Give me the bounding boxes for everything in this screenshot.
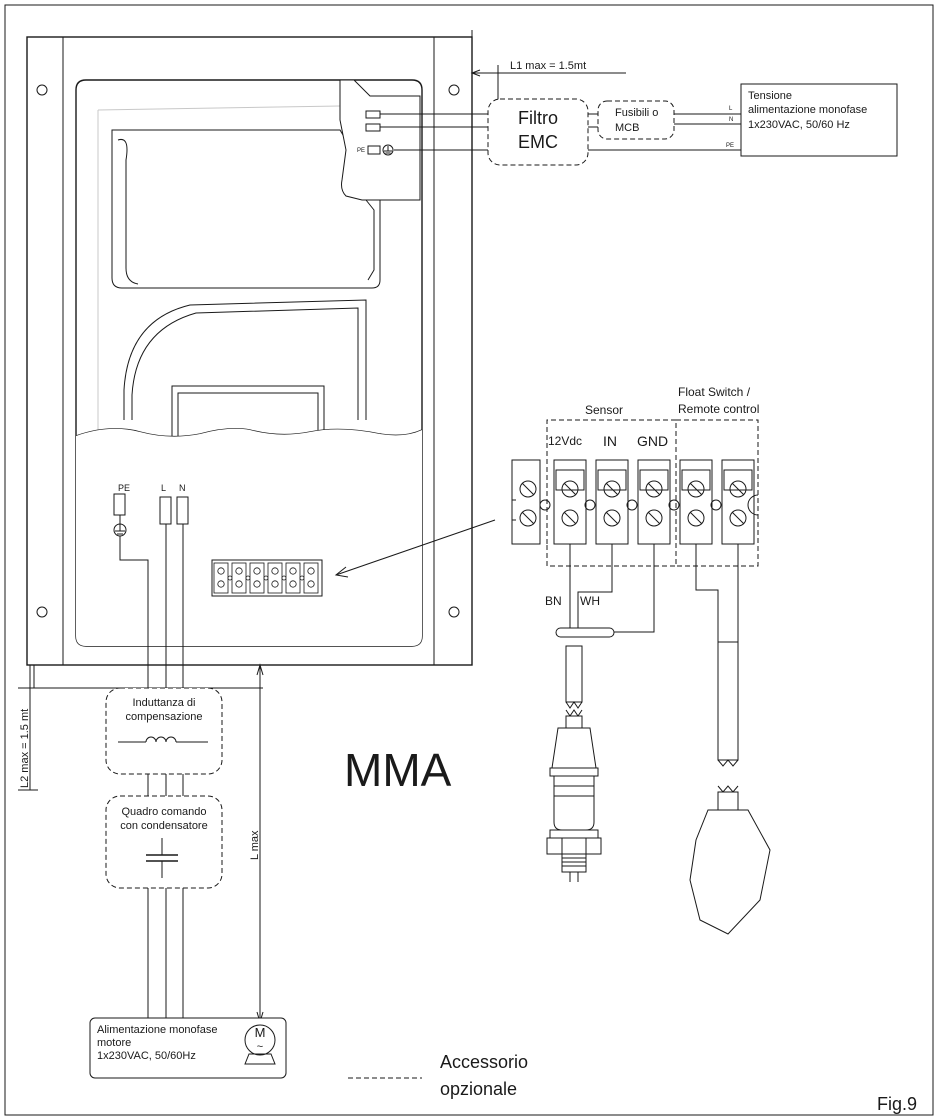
- drive-n-label: N: [179, 483, 186, 493]
- mains-supply-box: Tensione alimentazione monofase 1x230VAC…: [740, 83, 898, 157]
- emc-filter-label-line2: EMC: [518, 132, 558, 152]
- drive-n-terminal: [176, 496, 189, 525]
- mounting-hole: [36, 606, 48, 618]
- control-panel-label-line1: Quadro comando: [122, 806, 207, 818]
- wire-bn-label: BN: [545, 594, 562, 608]
- pin-in-label: IN: [603, 433, 617, 449]
- supply-n-label: N: [729, 117, 733, 123]
- motor-tilde: ~: [257, 1041, 263, 1053]
- detail-leader-line: [335, 519, 496, 576]
- drive-power-terminals: PE L N: [113, 483, 189, 690]
- control-panel-capacitor: Quadro comando con condensatore: [105, 795, 223, 889]
- drive-enclosure: [26, 36, 473, 688]
- mains-terminal-block: L N PE: [357, 110, 394, 156]
- arrow-head-icon: [334, 566, 349, 578]
- motor-box: Alimentazione monofase motore 1x230VAC, …: [89, 1017, 287, 1079]
- drive-control-terminal-strip: [211, 559, 323, 597]
- l2-dimension-label: L2 max = 1.5 mt: [19, 709, 31, 788]
- cable-sleeve: [555, 627, 615, 638]
- drive-pe-terminal: [113, 493, 126, 516]
- terminal-in: [595, 459, 629, 545]
- terminal-pe-label: PE: [357, 148, 365, 154]
- l1-dimension: L1 max = 1.5mt: [470, 30, 626, 100]
- pressure-sensor-icon: [546, 727, 602, 882]
- compensation-inductor: Induttanza di compensazione: [105, 687, 223, 775]
- drive-l-label: L: [161, 483, 166, 493]
- terminal-pe: [367, 145, 381, 155]
- float-switch-title-line1: Float Switch /: [678, 385, 751, 399]
- motor-label-line3: 1x230VAC, 50/60Hz: [97, 1050, 196, 1062]
- drive-l-terminal: [159, 496, 172, 525]
- supply-label-line1: Tensione: [748, 90, 792, 102]
- emc-filter: Filtro EMC: [487, 98, 589, 166]
- fuses-mcb: Fusibili o MCB: [597, 100, 675, 140]
- terminal-l: [365, 110, 381, 119]
- model-title: MMA: [344, 744, 452, 796]
- terminal-float-1: [679, 459, 713, 545]
- motor-label-line1: Alimentazione monofase: [97, 1024, 217, 1036]
- figure-label: Fig.9: [877, 1094, 917, 1114]
- motor-symbol: M: [255, 1025, 266, 1040]
- ground-icon: [382, 144, 394, 156]
- legend-label-line2: opzionale: [440, 1079, 517, 1099]
- emc-filter-label-line1: Filtro: [518, 108, 558, 128]
- legend-label-line1: Accessorio: [440, 1052, 528, 1072]
- control-panel-label-line2: con condensatore: [120, 820, 207, 832]
- sensor-terminal-detail: Sensor Float Switch / Remote control 12V…: [511, 385, 771, 935]
- legend: Accessorio opzionale: [348, 1052, 528, 1099]
- l1-dimension-label: L1 max = 1.5mt: [510, 60, 586, 72]
- terminal-float-2: [721, 459, 755, 545]
- terminal-12vdc: [553, 459, 587, 545]
- supply-label-line3: 1x230VAC, 50/60 Hz: [748, 119, 850, 131]
- sensor-title: Sensor: [585, 403, 623, 417]
- pin-gnd-label: GND: [637, 433, 668, 449]
- terminal-n: [365, 123, 381, 132]
- l-max-label: L max: [249, 830, 261, 860]
- l-max-dimension: L max: [249, 663, 264, 1024]
- fuses-label-line2: MCB: [615, 122, 639, 134]
- motor-icon: M ~: [244, 1024, 276, 1065]
- terminal-gnd: [637, 459, 671, 545]
- mounting-hole: [36, 84, 48, 96]
- float-switch-icon: [689, 809, 771, 935]
- mounting-hole: [448, 606, 460, 618]
- inductor-label-line1: Induttanza di: [133, 697, 196, 709]
- supply-pe-label: PE: [726, 143, 734, 149]
- inductor-label-line2: compensazione: [125, 711, 202, 723]
- inductor-coil-icon: [145, 736, 177, 743]
- pin-12vdc-label: 12Vdc: [548, 434, 582, 448]
- wire-wh-label: WH: [580, 594, 600, 608]
- mounting-hole: [448, 84, 460, 96]
- supply-label-line2: alimentazione monofase: [748, 104, 867, 116]
- supply-l-label: L: [729, 106, 733, 112]
- drive-pe-label: PE: [118, 483, 130, 493]
- fuses-label-line1: Fusibili o: [615, 107, 658, 119]
- motor-label-line2: motore: [97, 1037, 131, 1049]
- figure-frame: [4, 4, 934, 1116]
- terminal-block-row: [511, 459, 759, 545]
- float-switch-title-line2: Remote control: [678, 402, 759, 416]
